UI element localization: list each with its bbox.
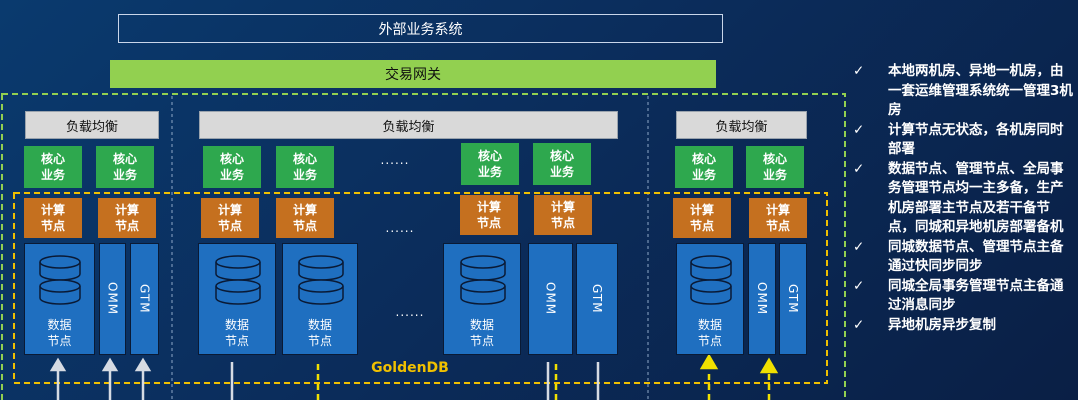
feature-list: ✓ 本地两机房、异地一机房，由一套运维管理系统统一管理3机房 ✓ 计算节点无状态，各…: [848, 62, 1076, 335]
yellow-arrows: [316, 353, 779, 400]
omm-label: OMM: [543, 282, 558, 316]
check-icon: ✓: [853, 277, 865, 294]
gtm-label: GTM: [137, 284, 152, 314]
gtm-label: GTM: [786, 284, 800, 314]
database-icon: [298, 255, 344, 305]
gtm-node: GTM: [130, 243, 159, 355]
omm-node: OMM: [528, 243, 573, 355]
database-icon: [690, 255, 732, 305]
data-node: 数据 节点: [443, 243, 521, 355]
check-icon: ✓: [853, 238, 865, 255]
omm-node: OMM: [99, 243, 126, 355]
compute-node: 计算 节点: [460, 195, 518, 235]
green-dashed-frame: [1, 93, 846, 400]
feature-text: 本地两机房、异地一机房，由一套运维管理系统统一管理3机房: [888, 63, 1073, 118]
core-service: 核心 业务: [96, 146, 154, 188]
compute-node: 计算 节点: [749, 198, 807, 238]
core-service: 核心 业务: [461, 143, 519, 185]
compute-node: 计算 节点: [276, 198, 334, 238]
check-icon: ✓: [853, 63, 865, 79]
load-balancer-room-3: 负载均衡: [676, 111, 807, 139]
compute-node: 计算 节点: [534, 195, 592, 235]
data-node: 数据 节点: [198, 243, 276, 355]
ellipsis: ......: [395, 305, 425, 319]
feature-text: 数据节点、管理节点、全局事务管理节点均一主多备，生产机房部署主节点及若干备节点，…: [888, 160, 1064, 236]
goldendb-label: GoldenDB: [371, 360, 449, 376]
feature-text: 同城数据节点、管理节点主备通过快同步同步: [888, 238, 1064, 275]
data-node: 数据 节点: [676, 243, 744, 355]
data-node-label: 数据 节点: [469, 318, 494, 348]
core-service: 核心 业务: [746, 146, 804, 188]
ellipsis: ......: [385, 221, 415, 235]
omm-node: OMM: [748, 243, 776, 355]
compute-node: 计算 节点: [673, 198, 731, 238]
check-icon: ✓: [853, 316, 865, 333]
compute-node: 计算 节点: [201, 198, 259, 238]
compute-node: 计算 节点: [24, 198, 82, 238]
feature-item: ✓ 同城全局事务管理节点主备通过消息同步: [848, 277, 1076, 316]
check-icon: ✓: [853, 160, 865, 177]
external-business-system: 外部业务系统: [118, 14, 723, 43]
yellow-dashed-frame: [13, 192, 828, 384]
data-node-label: 数据 节点: [224, 318, 249, 348]
load-balancer-room-1: 负载均衡: [25, 111, 159, 139]
gtm-label: GTM: [590, 284, 604, 314]
compute-node: 计算 节点: [98, 198, 156, 238]
feature-text: 计算节点无状态，各机房同时部署: [888, 121, 1064, 158]
core-service: 核心 业务: [675, 146, 733, 188]
core-service: 核心 业务: [533, 143, 591, 185]
feature-item: ✓ 本地两机房、异地一机房，由一套运维管理系统统一管理3机房: [848, 62, 1076, 121]
database-icon: [215, 255, 261, 305]
data-node: 数据 节点: [282, 243, 358, 355]
core-service: 核心 业务: [276, 146, 334, 188]
omm-label: OMM: [105, 282, 120, 316]
data-node: 数据 节点: [24, 243, 95, 355]
feature-item: ✓ 计算节点无状态，各机房同时部署: [848, 121, 1076, 160]
transaction-gateway: 交易网关: [110, 60, 716, 88]
feature-item: ✓ 同城数据节点、管理节点主备通过快同步同步: [848, 238, 1076, 277]
core-service: 核心 业务: [24, 146, 82, 188]
ellipsis: ......: [380, 153, 410, 167]
load-balancer-room-2: 负载均衡: [199, 111, 618, 139]
data-node-label: 数据 节点: [697, 318, 722, 348]
gtm-node: GTM: [779, 243, 807, 355]
gtm-node: GTM: [576, 243, 618, 355]
feature-text: 异地机房异步复制: [888, 316, 996, 333]
check-icon: ✓: [853, 121, 865, 138]
feature-item: ✓ 数据节点、管理节点、全局事务管理节点均一主多备，生产机房部署主节点及若干备节点…: [848, 160, 1076, 238]
feature-item: ✓ 异地机房异步复制: [848, 316, 1076, 336]
database-icon: [460, 255, 506, 305]
gray-arrows: [49, 357, 600, 400]
feature-text: 同城全局事务管理节点主备通过消息同步: [888, 277, 1064, 314]
database-icon: [39, 255, 81, 305]
data-node-label: 数据 节点: [47, 318, 72, 348]
omm-label: OMM: [755, 282, 769, 316]
data-node-label: 数据 节点: [307, 318, 332, 348]
core-service: 核心 业务: [203, 146, 261, 188]
